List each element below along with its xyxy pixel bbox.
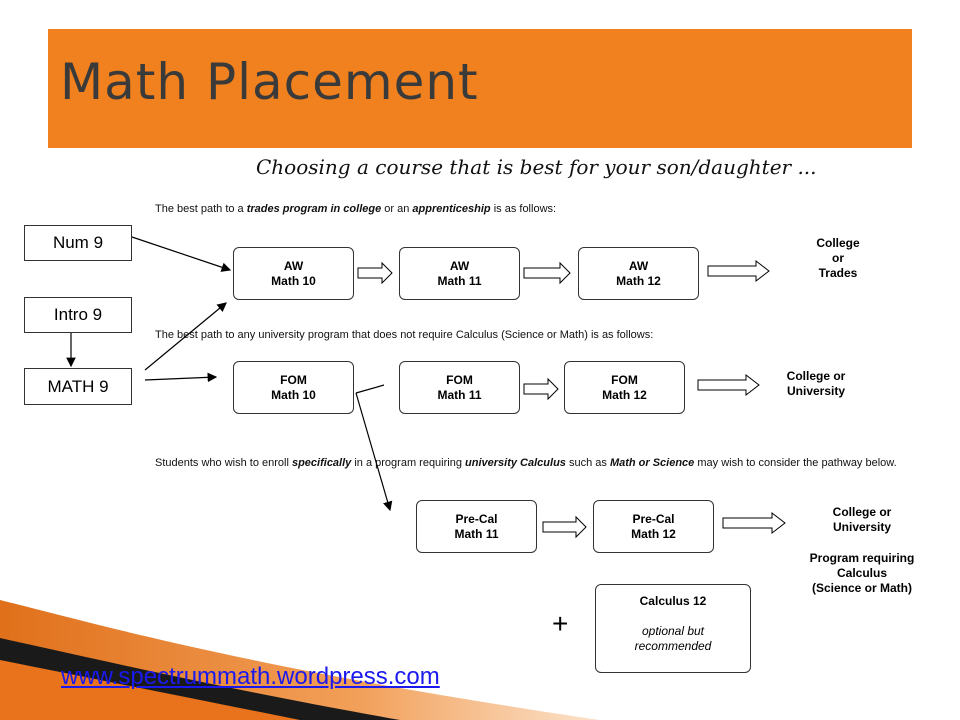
trades-note-text-4: apprenticeship — [412, 203, 491, 215]
calculus-program-outcome: Program requiring Calculus (Science or M… — [800, 551, 924, 596]
calculus12-box: Calculus 12 optional but recommended — [595, 584, 751, 673]
trades-outcome-line2: or — [832, 251, 844, 265]
fom-outcome-line2: University — [786, 384, 846, 398]
arrow-math9-to-fom10 — [144, 372, 218, 383]
fom-math10-line2: Math 10 — [271, 387, 316, 402]
fom-outcome-line1: College or — [786, 369, 846, 383]
corner-swoosh-decoration — [0, 600, 600, 720]
calculus-path-note: Students who wish to enroll specifically… — [155, 456, 925, 471]
trades-outcome-line1: College — [816, 236, 860, 250]
intro9-box: Intro 9 — [24, 297, 132, 333]
aw-math11-line1: AW — [449, 258, 470, 273]
precal-outcome: College or University — [810, 505, 914, 535]
precal-outcome-line2: University — [832, 520, 892, 534]
calculus12-title: Calculus 12 — [639, 594, 707, 608]
title-band — [48, 29, 912, 148]
aw-math12-line1: AW — [628, 258, 649, 273]
fom-math11-line1: FOM — [446, 372, 473, 387]
fom-math12-line1: FOM — [611, 372, 638, 387]
trades-note-text-1: The best path to a — [155, 203, 247, 215]
trades-note-text-3: or an — [381, 203, 413, 215]
math9-label: MATH 9 — [47, 376, 109, 396]
fom-math12-line2: Math 12 — [602, 387, 647, 402]
precal-outcome-line1: College or — [832, 505, 892, 519]
trades-path-note: The best path to a trades program in col… — [155, 203, 556, 215]
program-outcome-line3: (Science or Math) — [811, 581, 913, 595]
aw-math11-line2: Math 11 — [437, 273, 482, 288]
math9-box: MATH 9 — [24, 368, 132, 405]
aw-math10-line1: AW — [283, 258, 304, 273]
arrow-math9-to-aw10 — [144, 302, 227, 371]
calc-note-text-7: may wish to consider the pathway below. — [694, 457, 897, 469]
precal-math11-line1: Pre-Cal — [455, 511, 498, 526]
calculus12-note-line1: optional but — [641, 624, 705, 638]
slide-subtitle: Choosing a course that is best for your … — [256, 155, 817, 179]
block-arrow-aw12-trades — [707, 259, 770, 283]
block-arrow-fom12-university — [697, 373, 760, 397]
calc-note-text-4: university Calculus — [465, 457, 566, 469]
calc-note-text-3: in a program requiring — [351, 457, 466, 469]
trades-note-text-2: trades program in college — [246, 203, 382, 215]
block-arrow-fom11-fom12 — [523, 377, 559, 401]
block-arrow-aw11-aw12 — [523, 261, 571, 285]
program-outcome-line1: Program requiring — [809, 551, 915, 565]
calc-note-text-6: Math or Science — [609, 457, 695, 469]
university-path-note: The best path to any university program … — [155, 329, 654, 341]
trades-outcome-line3: Trades — [818, 266, 858, 280]
fom-math10-line1: FOM — [280, 372, 307, 387]
precal-math12-line1: Pre-Cal — [632, 511, 675, 526]
fom-outcome: College or University — [776, 369, 856, 399]
arrow-fom10-to-precal11 — [355, 384, 385, 394]
aw-math10-line2: Math 10 — [271, 273, 316, 288]
block-arrow-precal12-university — [722, 511, 786, 535]
precal-math12-line2: Math 12 — [631, 526, 676, 541]
aw-math12-line2: Math 12 — [616, 273, 661, 288]
arrow-num9-to-aw10 — [131, 236, 232, 272]
fom-math11-line2: Math 11 — [437, 387, 482, 402]
plus-sign: + — [552, 608, 569, 639]
calc-note-text-5: such as — [565, 457, 610, 469]
trades-outcome: College or Trades — [800, 236, 876, 281]
program-outcome-line2: Calculus — [836, 566, 887, 580]
num9-label: Num 9 — [52, 233, 104, 252]
precal-math11-line2: Math 11 — [454, 526, 499, 541]
block-arrow-precal11-precal12 — [542, 515, 587, 539]
calc-note-text-1: Students who wish to enroll — [155, 457, 292, 469]
calculus12-note-line2: recommended — [634, 639, 712, 653]
trades-note-text-5: is as follows: — [490, 203, 557, 215]
num9-box: Num 9 — [24, 225, 132, 261]
calc-note-text-2: specifically — [291, 457, 352, 469]
website-link[interactable]: www.spectrummath.wordpress.com — [61, 663, 440, 690]
slide-title: Math Placement — [60, 53, 479, 111]
intro9-label: Intro 9 — [53, 305, 103, 324]
block-arrow-aw10-aw11 — [357, 261, 393, 285]
